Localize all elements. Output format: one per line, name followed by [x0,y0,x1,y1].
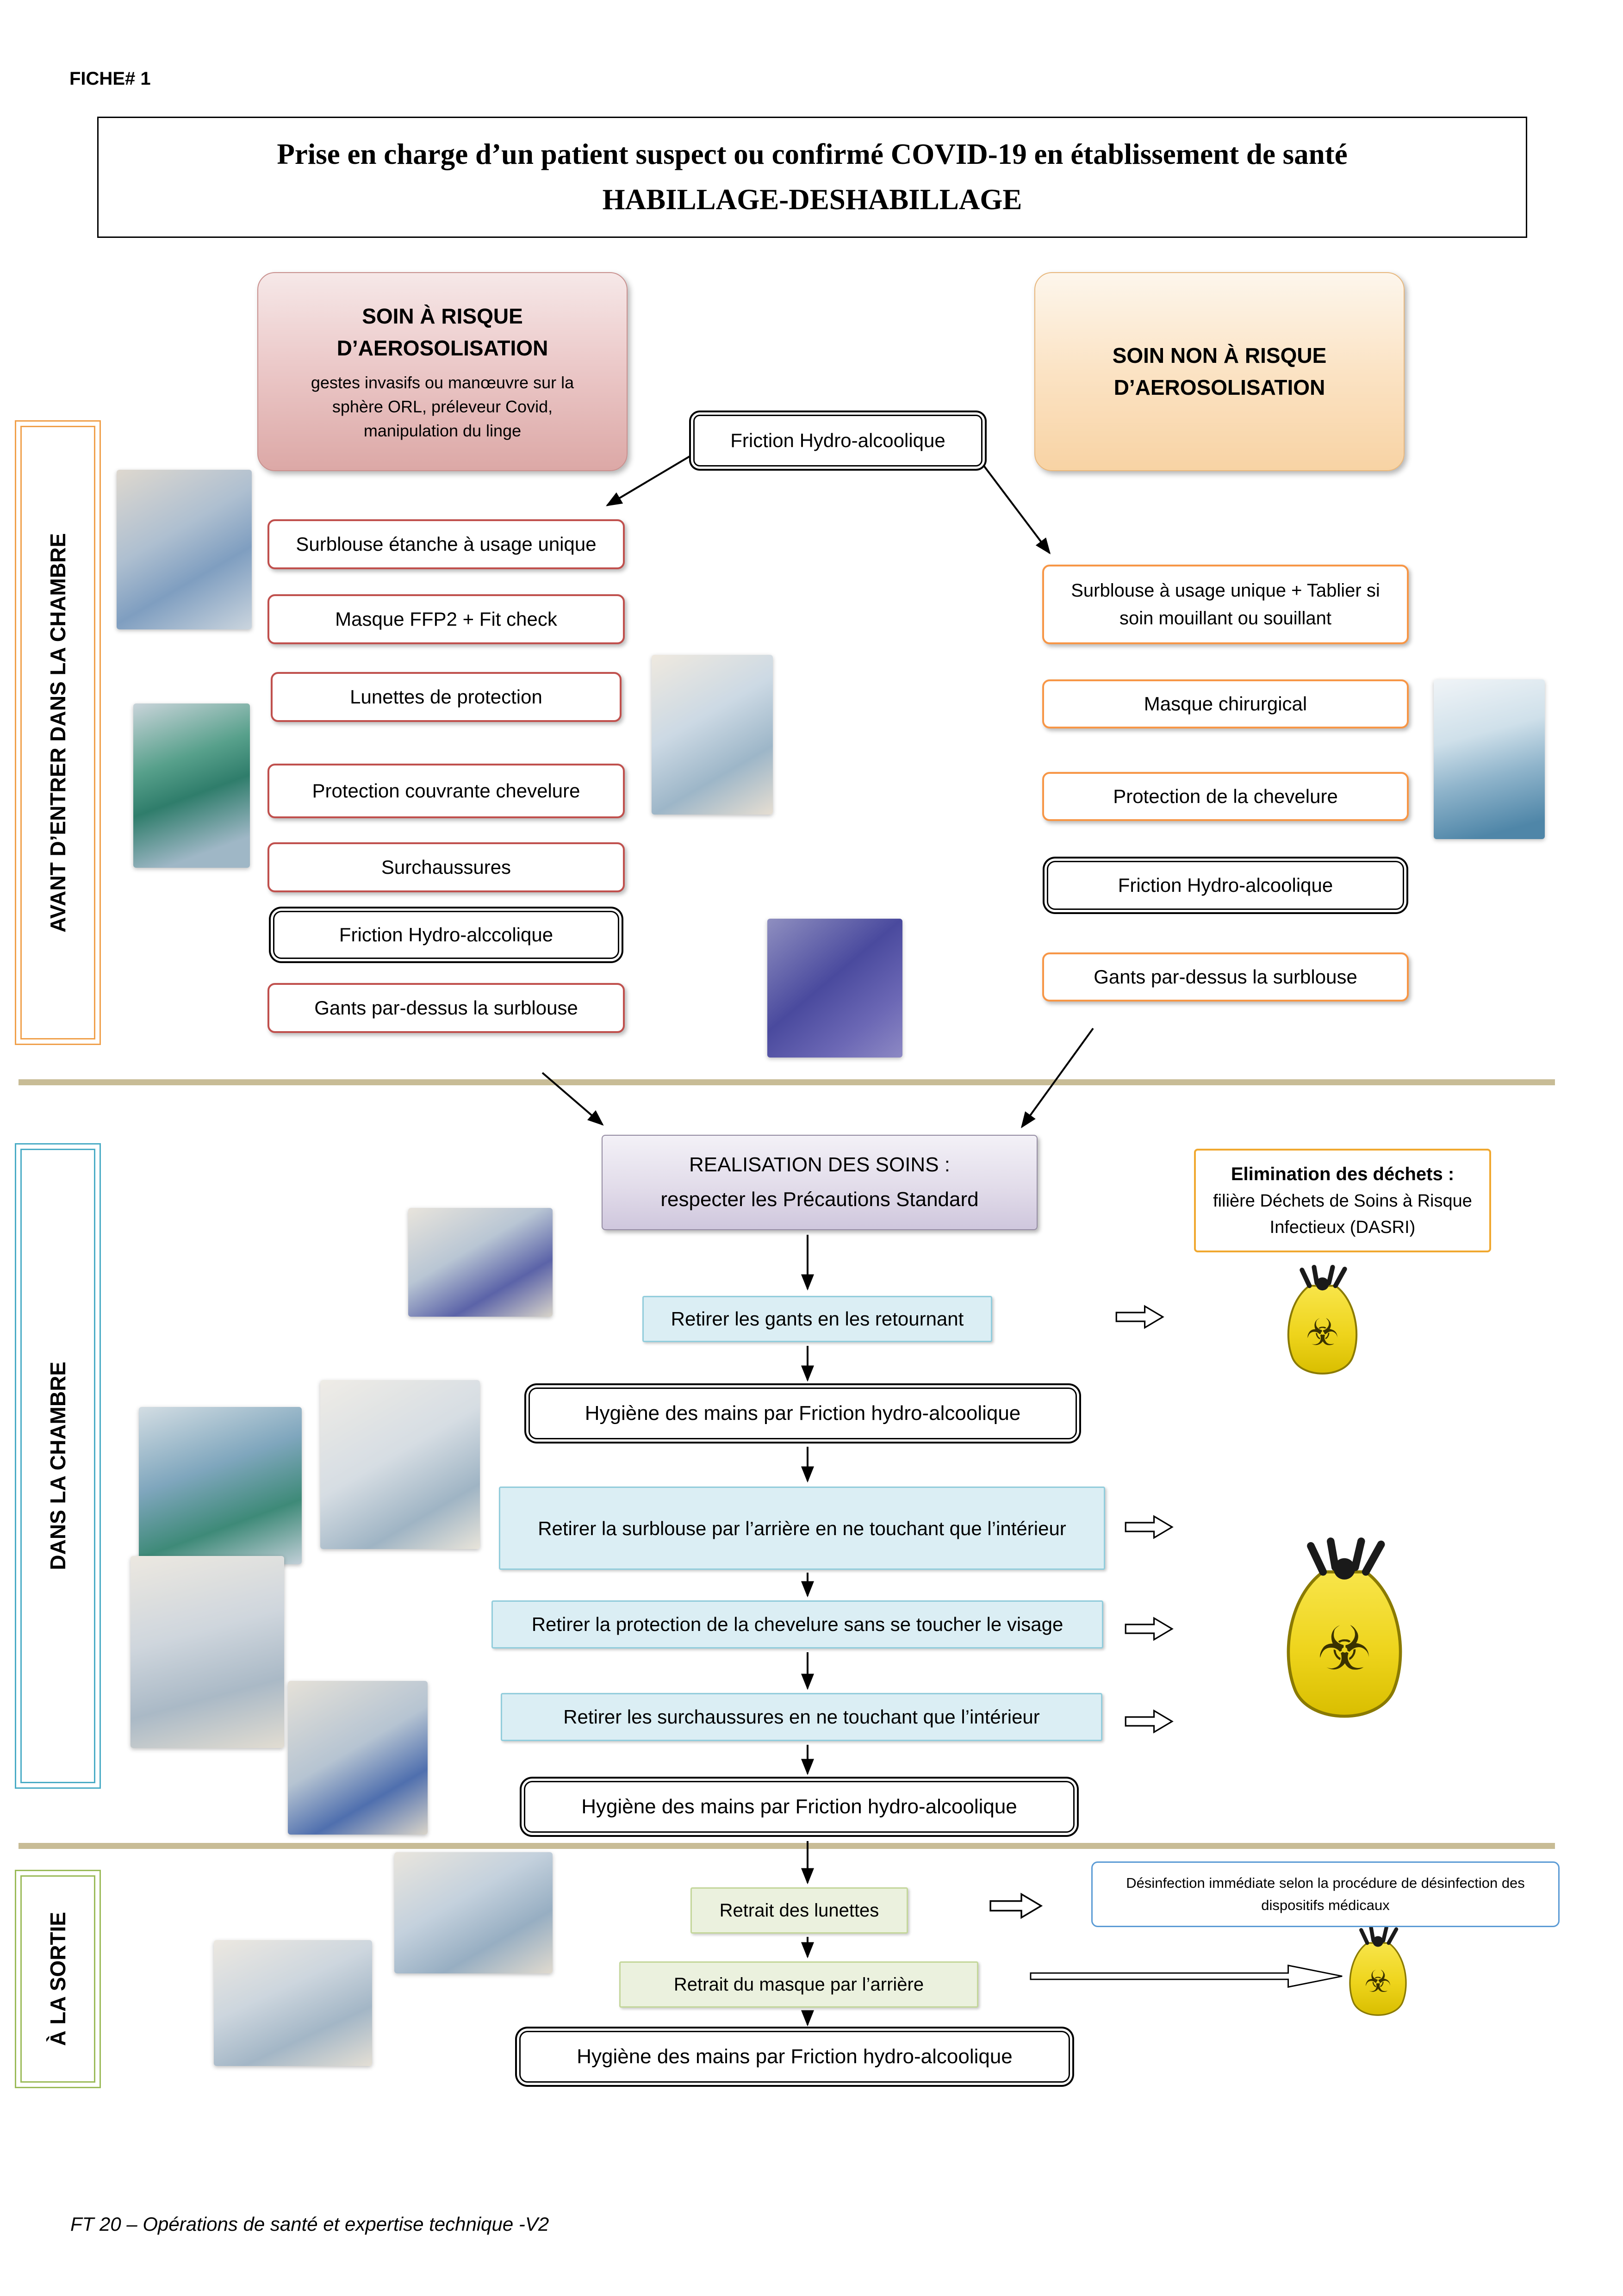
block-arrow-hair-to-bag [1124,1616,1175,1642]
branch-aerosol-subtitle: gestes invasifs ou manœuvre sur la sphèr… [311,373,574,441]
step-remove-hair-cover-label: Retirer la protection de la chevelure sa… [531,1613,1063,1635]
section-before-text: AVANT D’ENTRER DANS LA CHAMBRE [46,533,70,933]
waste-title: Elimination des déchets : [1231,1164,1455,1184]
photo-purple-gloves [767,919,902,1058]
dasri-bag-small-bottom [1340,1921,1416,2029]
section-exit-text: À LA SORTIE [46,1912,70,2046]
section-label-in-room: DANS LA CHAMBRE [15,1143,101,1789]
step-gants-left: Gants par-dessus la surblouse [267,983,625,1033]
step-friction-entry: Friction Hydro-alcoolique [693,415,983,467]
section-divider-bottom [19,1843,1555,1849]
page-title: Prise en charge d’un patient suspect ou … [277,138,1348,171]
dasri-bag-small-top [1273,1263,1372,1386]
branch-non-aerosol-title-2: D’AEROSOLISATION [1113,375,1325,399]
realisation-line-2: respecter les Précautions Standard [660,1188,979,1211]
step-hand-hygiene-1: Hygiène des mains par Friction hydro-alc… [529,1388,1077,1439]
dasri-bag-large [1268,1527,1421,1745]
step-surchaussures-label: Surchaussures [381,856,511,878]
section-inside-text: DANS LA CHAMBRE [46,1362,70,1570]
photo-shoe-cover-removal [288,1681,428,1835]
section-label-before-room: AVANT D’ENTRER DANS LA CHAMBRE [15,420,101,1045]
step-remove-gown: Retirer la surblouse par l’arrière en ne… [499,1487,1105,1570]
step-remove-mask-label: Retrait du masque par l’arrière [673,1974,924,1995]
photo-white-gown-removal [320,1380,480,1549]
step-gants-right: Gants par-dessus la surblouse [1042,952,1409,1002]
step-remove-mask: Retrait du masque par l’arrière [619,1961,978,2008]
photo-gown-lower-removal [131,1556,284,1748]
step-surblouse-etanche-label: Surblouse étanche à usage unique [296,533,597,555]
step-remove-hair-cover: Retirer la protection de la chevelure sa… [491,1600,1103,1649]
block-arrow-shoes-to-bag [1124,1709,1175,1734]
branch-non-aerosol-risk: SOIN NON À RISQUE D’AEROSOLISATION [1034,272,1405,471]
document-title-box: Prise en charge d’un patient suspect ou … [97,117,1527,238]
photo-goggles-fitting [652,655,773,815]
section-label-exit: À LA SORTIE [15,1870,101,2088]
step-remove-goggles-label: Retrait des lunettes [719,1900,879,1921]
waste-elimination-box: Elimination des déchets : filière Déchet… [1194,1149,1491,1252]
step-protection-chevelure-left-label: Protection couvrante chevelure [312,780,580,802]
step-hand-hygiene-3: Hygiène des mains par Friction hydro-alc… [519,2031,1070,2083]
photo-glove-removal [408,1208,553,1317]
step-remove-shoe-covers-label: Retirer les surchaussures en ne touchant… [563,1706,1040,1728]
photo-gown-donning [117,470,252,629]
step-protection-chevelure-right-label: Protection de la chevelure [1113,785,1338,807]
step-remove-gloves: Retirer les gants en les retournant [642,1296,992,1342]
step-hand-hygiene-2-label: Hygiène des mains par Friction hydro-alc… [581,1795,1017,1818]
branch-non-aerosol-title-1: SOIN NON À RISQUE [1112,343,1327,367]
disinfection-note-box: Désinfection immédiate selon la procédur… [1091,1861,1560,1927]
step-protection-chevelure-left: Protection couvrante chevelure [267,764,625,818]
step-remove-gown-label: Retirer la surblouse par l’arrière en ne… [538,1517,1066,1539]
footer-reference: FT 20 – Opérations de santé et expertise… [70,2213,549,2235]
step-surblouse-etanche: Surblouse étanche à usage unique [267,519,625,569]
photo-gown-back-green-cap [139,1407,302,1564]
photo-mask-removal-behind-head [214,1940,372,2066]
page-subtitle: HABILLAGE-DESHABILLAGE [602,183,1022,216]
block-arrow-goggles-to-disinfection [985,1892,1047,1920]
step-lunettes-protection: Lunettes de protection [271,672,622,722]
block-arrow-mask-to-bag [1030,1962,1344,1990]
photo-goggles-removal [394,1852,553,1973]
step-hand-hygiene-3-label: Hygiène des mains par Friction hydro-alc… [577,2045,1013,2068]
step-friction-left: Friction Hydro-alccolique [273,911,619,959]
realisation-line-1: REALISATION DES SOINS : [689,1153,950,1176]
photo-goggles-green-hood [133,703,250,868]
step-surblouse-tablier: Surblouse à usage unique + Tablier si so… [1042,565,1409,644]
step-remove-goggles: Retrait des lunettes [690,1887,908,1934]
step-masque-chirurgical: Masque chirurgical [1042,679,1409,728]
step-masque-ffp2-label: Masque FFP2 + Fit check [335,608,557,630]
branch-aerosol-title-1: SOIN À RISQUE [362,304,523,328]
waste-body: filière Déchets de Soins à Risque Infect… [1213,1191,1472,1237]
step-hand-hygiene-1-label: Hygiène des mains par Friction hydro-alc… [585,1402,1021,1425]
step-masque-chirurgical-label: Masque chirurgical [1144,693,1307,715]
step-remove-gloves-label: Retirer les gants en les retournant [671,1308,964,1330]
block-arrow-gloves-to-bag [1114,1304,1165,1330]
step-gants-left-label: Gants par-dessus la surblouse [314,997,578,1019]
realisation-des-soins-box: REALISATION DES SOINS : respecter les Pr… [602,1135,1038,1230]
photo-nurse-mask-cap [1434,679,1545,839]
step-friction-right-label: Friction Hydro-alcoolique [1118,874,1333,896]
step-hand-hygiene-2: Hygiène des mains par Friction hydro-alc… [524,1781,1075,1833]
branch-aerosol-risk: SOIN À RISQUE D’AEROSOLISATION gestes in… [257,272,628,471]
section-divider-top [19,1079,1555,1085]
step-protection-chevelure-right: Protection de la chevelure [1042,772,1409,821]
fiche-number-label: FICHE# 1 [69,68,151,89]
step-surblouse-tablier-label: Surblouse à usage unique + Tablier si so… [1071,580,1380,628]
block-arrow-gown-to-bag [1124,1514,1175,1540]
step-lunettes-protection-label: Lunettes de protection [350,686,542,708]
step-friction-right: Friction Hydro-alcoolique [1047,861,1404,910]
step-friction-left-label: Friction Hydro-alccolique [339,924,553,946]
step-surchaussures: Surchaussures [267,842,625,892]
branch-aerosol-title-2: D’AEROSOLISATION [336,336,548,360]
step-masque-ffp2: Masque FFP2 + Fit check [267,594,625,644]
step-friction-entry-label: Friction Hydro-alcoolique [730,429,945,451]
step-gants-right-label: Gants par-dessus la surblouse [1094,966,1357,988]
step-remove-shoe-covers: Retirer les surchaussures en ne touchant… [501,1693,1102,1741]
disinfection-note-label: Désinfection immédiate selon la procédur… [1126,1874,1525,1913]
